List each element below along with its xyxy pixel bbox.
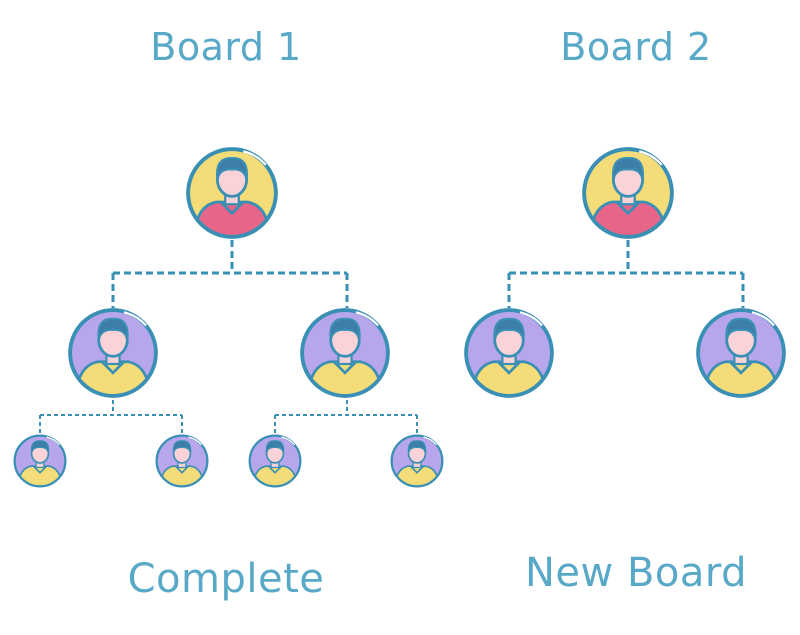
board-2-right-avatar-icon (696, 308, 786, 398)
board-2-title: Board 2 (560, 25, 712, 69)
board-1-leaf-2-avatar-icon (155, 434, 209, 488)
board-1-left-avatar-icon (68, 308, 158, 398)
board-1-leaf-4-avatar-icon (390, 434, 444, 488)
board-1-title: Board 1 (150, 25, 302, 69)
board-2-caption: New Board (524, 550, 748, 596)
board-2-left-avatar-icon (464, 308, 554, 398)
avatars-layer (13, 147, 786, 488)
connector-lines (39, 240, 745, 436)
board-1-leaf-1-avatar-icon (13, 434, 67, 488)
board-1-root-avatar-icon (186, 147, 278, 239)
board-1-caption: Complete (127, 556, 325, 602)
board-1-right-avatar-icon (300, 308, 390, 398)
board-2-root-avatar-icon (582, 147, 674, 239)
board-1-leaf-3-avatar-icon (248, 434, 302, 488)
